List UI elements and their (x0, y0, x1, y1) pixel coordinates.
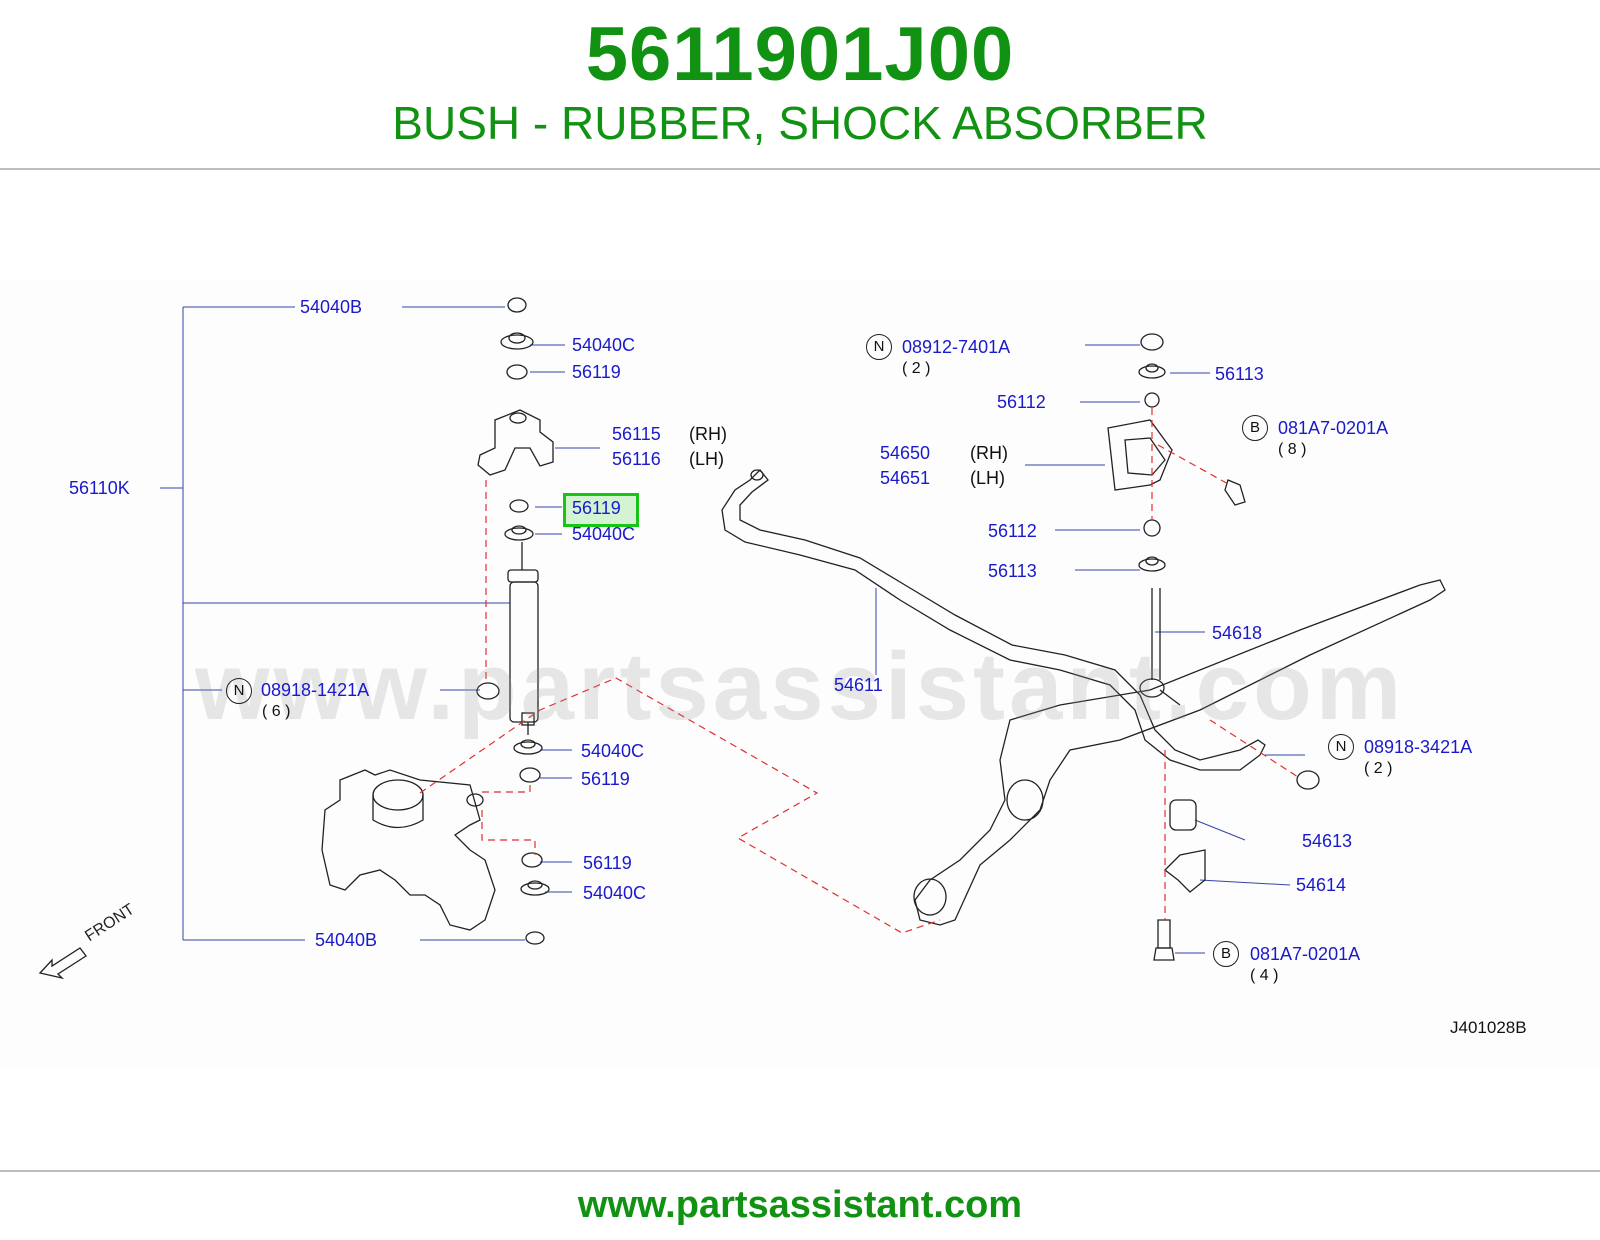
part-label-081a7-0201a-2[interactable]: 081A7-0201A (1250, 944, 1361, 964)
side-label-lh: (LH) (970, 468, 1005, 488)
part-label-56113-1[interactable]: 56113 (1215, 364, 1264, 384)
part-label-08912-7401a[interactable]: 08912-7401A (902, 337, 1011, 357)
b-symbol: B (1242, 415, 1268, 441)
part-number-title: 5611901J00 (585, 12, 1015, 97)
part-label-54040c-3[interactable]: 54040C (581, 741, 645, 761)
part-description: BUSH - RUBBER, SHOCK ABSORBER (392, 97, 1208, 149)
part-label-56112-1[interactable]: 56112 (997, 392, 1046, 412)
part-label-54650[interactable]: 54650 (880, 443, 931, 463)
quantity-6: ( 6 ) (262, 703, 291, 720)
part-label-54040c-4[interactable]: 54040C (583, 883, 647, 903)
part-label-54613[interactable]: 54613 (1302, 831, 1353, 851)
highlighted-part-box (563, 493, 639, 527)
part-label-54040c-2[interactable]: 54040C (572, 524, 636, 544)
footer-url[interactable]: www.partsassistant.com (577, 1184, 1023, 1226)
part-label-54040b-bottom[interactable]: 54040B (315, 930, 378, 950)
part-label-54040b-top[interactable]: 54040B (300, 297, 363, 317)
header-divider (0, 168, 1600, 170)
part-label-56119-highlighted[interactable]: 56119 (572, 498, 621, 518)
part-label-54040c-1[interactable]: 54040C (572, 335, 636, 355)
parts-diagram-drawing (38, 297, 1446, 980)
watermark-text: www.partsassistant.com (194, 633, 1406, 740)
part-label-54611[interactable]: 54611 (834, 675, 883, 695)
page-header: 5611901J00 BUSH - RUBBER, SHOCK ABSORBER (0, 0, 1600, 170)
part-label-56119-4[interactable]: 56119 (583, 853, 632, 873)
part-label-54618[interactable]: 54618 (1212, 623, 1263, 643)
side-label-rh: (RH) (689, 424, 727, 444)
n-symbol: N (226, 678, 252, 704)
part-label-56119-1[interactable]: 56119 (572, 362, 621, 382)
parts-diagram: www.partsassistant.com 54040B 54040C 561… (0, 280, 1600, 1070)
side-label-rh: (RH) (970, 443, 1008, 463)
n-symbol: N (866, 334, 892, 360)
footer-divider (0, 1170, 1600, 1172)
part-label-56112-2[interactable]: 56112 (988, 521, 1037, 541)
quantity-2: ( 2 ) (1364, 760, 1393, 777)
part-label-54651[interactable]: 54651 (880, 468, 931, 488)
part-label-56119-3[interactable]: 56119 (581, 769, 630, 789)
part-label-081a7-0201a-1[interactable]: 081A7-0201A (1278, 418, 1389, 438)
quantity-2: ( 2 ) (902, 360, 931, 377)
diagram-code: J401028B (1450, 1018, 1527, 1037)
side-label-lh: (LH) (689, 449, 724, 469)
part-label-56115[interactable]: 56115 (612, 424, 661, 444)
part-label-08918-1421a[interactable]: 08918-1421A (261, 680, 370, 700)
part-label-08918-3421a[interactable]: 08918-3421A (1364, 737, 1473, 757)
part-label-54614[interactable]: 54614 (1296, 875, 1347, 895)
b-symbol: B (1213, 941, 1239, 967)
n-symbol: N (1328, 734, 1354, 760)
part-label-56113-2[interactable]: 56113 (988, 561, 1037, 581)
part-label-56110k[interactable]: 56110K (69, 478, 130, 498)
quantity-4: ( 4 ) (1250, 967, 1279, 984)
quantity-8: ( 8 ) (1278, 441, 1307, 458)
part-label-56116[interactable]: 56116 (612, 449, 661, 469)
